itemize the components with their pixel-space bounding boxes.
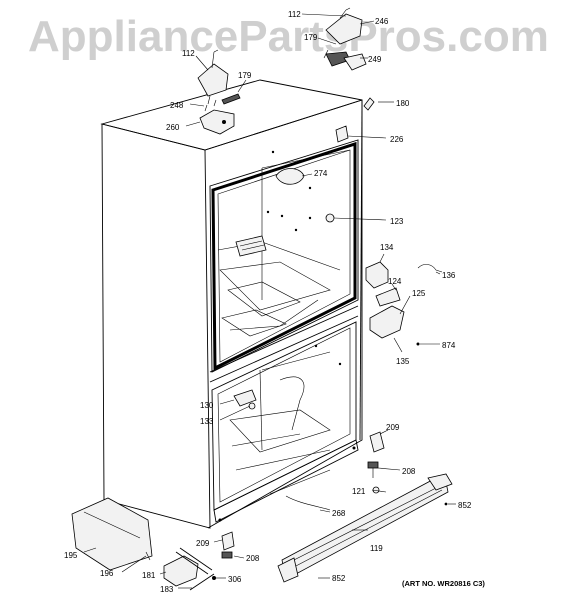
callout-268: 268 <box>332 509 346 518</box>
callout-248: 248 <box>170 101 184 110</box>
callout-226: 226 <box>390 135 404 144</box>
callout-179-top: 179 <box>304 33 318 42</box>
callout-306: 306 <box>228 575 242 584</box>
hinge-260 <box>199 109 235 135</box>
callout-123: 123 <box>390 217 404 226</box>
callout-135: 135 <box>396 357 410 366</box>
callout-133: 133 <box>200 417 214 426</box>
bracket-181 <box>163 555 199 587</box>
callout-852-right: 852 <box>458 501 472 510</box>
hinge-cover-left <box>197 63 229 97</box>
callout-119: 119 <box>370 544 383 553</box>
callout-196: 196 <box>100 569 114 578</box>
callout-130: 130 <box>200 401 214 410</box>
callout-208-right: 208 <box>402 467 416 476</box>
cabinet-body <box>100 79 363 529</box>
callout-112-left: 112 <box>182 49 195 58</box>
bracket-135 <box>369 305 405 339</box>
callout-124: 124 <box>388 277 402 286</box>
callout-labels: 112 246 179 249 112 179 248 260 180 226 … <box>64 10 485 594</box>
callout-852-bottom: 852 <box>332 574 346 583</box>
watermark: AppliancePartsPros.com <box>28 12 549 61</box>
callout-260: 260 <box>166 123 180 132</box>
hinge-cover-right <box>325 13 363 45</box>
callout-249: 249 <box>368 55 382 64</box>
callout-208-left: 208 <box>246 554 260 563</box>
callout-195: 195 <box>64 551 78 560</box>
callout-874: 874 <box>442 341 456 350</box>
art-number: (ART NO. WR20816 C3) <box>402 579 485 588</box>
light-housing <box>275 168 305 185</box>
callout-209-left: 209 <box>196 539 210 548</box>
callout-183: 183 <box>160 585 174 594</box>
knob-123 <box>325 213 335 223</box>
callout-136: 136 <box>442 271 456 280</box>
callout-246: 246 <box>375 17 389 26</box>
callout-179-left: 179 <box>238 71 252 80</box>
leader-lines <box>83 13 456 589</box>
callout-209-right: 209 <box>386 423 400 432</box>
callout-180: 180 <box>396 99 410 108</box>
callout-121: 121 <box>352 487 366 496</box>
callout-181: 181 <box>142 571 156 580</box>
callout-112-top: 112 <box>288 10 301 19</box>
callout-125: 125 <box>412 289 426 298</box>
grille-195 <box>71 497 153 571</box>
callout-274: 274 <box>314 169 328 178</box>
callout-134: 134 <box>380 243 394 252</box>
bracket-134 <box>365 261 389 289</box>
